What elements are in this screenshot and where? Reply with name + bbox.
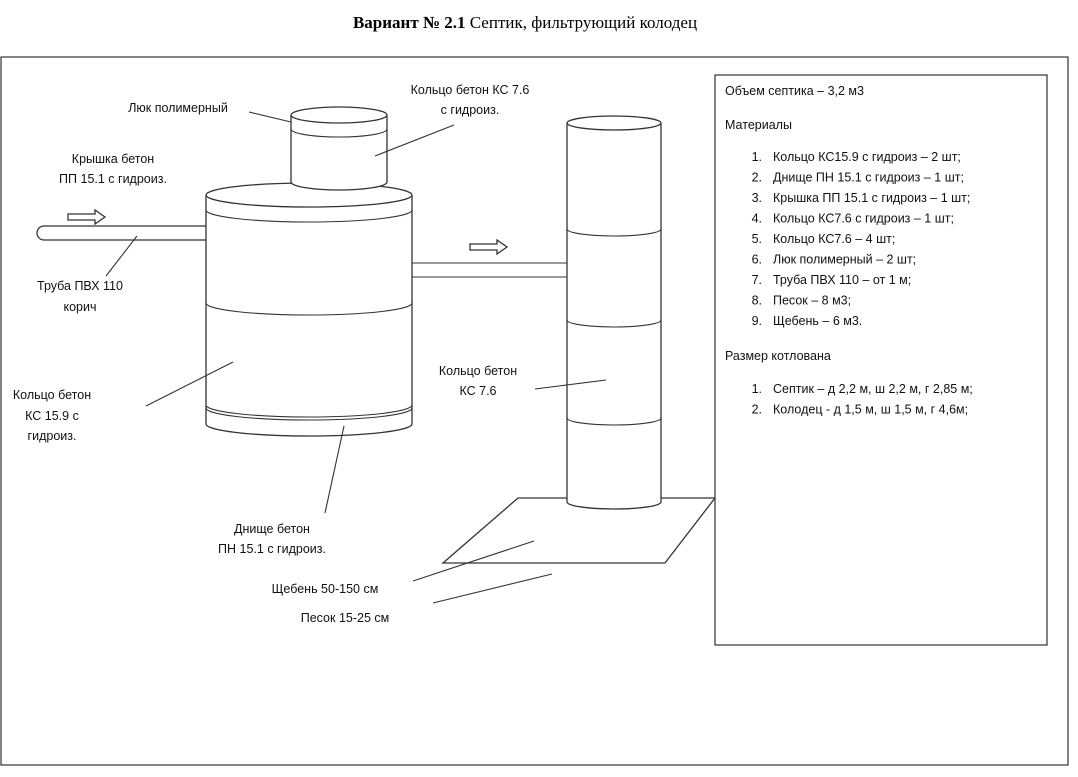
info-box bbox=[714, 74, 1048, 646]
pit-heading: Размер котлована bbox=[725, 349, 831, 363]
outlet-pipe bbox=[412, 262, 567, 278]
label-main-ring: гидроиз. bbox=[28, 429, 77, 443]
list-item: Септик – д 2,2 м, ш 2,2 м, г 2,85 м; bbox=[773, 382, 973, 396]
septic-tank bbox=[205, 182, 413, 437]
list-number: 8. bbox=[752, 294, 762, 308]
list-item: Кольцо КС7.6 – 4 шт; bbox=[773, 232, 895, 246]
list-number: 3. bbox=[752, 191, 762, 205]
label-hatch: Люк полимерный bbox=[128, 101, 228, 115]
list-item: Колодец - д 1,5 м, ш 1,5 м, г 4,6м; bbox=[773, 403, 968, 417]
list-number: 2. bbox=[752, 171, 762, 185]
flow-arrow-icon bbox=[469, 238, 509, 256]
list-item: Днище ПН 15.1 с гидроиз – 1 шт; bbox=[773, 171, 964, 185]
drawing-frame bbox=[0, 56, 1069, 766]
list-number: 1. bbox=[752, 382, 762, 396]
list-number: 6. bbox=[752, 253, 762, 267]
list-item: Щебень – 6 м3. bbox=[773, 314, 862, 328]
list-number: 9. bbox=[752, 314, 762, 328]
materials-heading: Материалы bbox=[725, 118, 792, 132]
label-bottom: ПН 15.1 с гидроиз. bbox=[218, 542, 326, 556]
list-item: Песок – 8 м3; bbox=[773, 294, 851, 308]
list-item: Кольцо КС7.6 с гидроиз – 1 шт; bbox=[773, 212, 954, 226]
list-number: 5. bbox=[752, 232, 762, 246]
label-main-ring: Кольцо бетон bbox=[13, 388, 91, 402]
flow-arrow-icon bbox=[67, 208, 107, 226]
inlet-pipe bbox=[36, 225, 206, 241]
page-title: Вариант № 2.1 Септик, фильтрующий колоде… bbox=[353, 13, 697, 32]
label-neck-ring: с гидроиз. bbox=[441, 103, 500, 117]
label-pipe: корич bbox=[63, 300, 96, 314]
label-lid: ПП 15.1 с гидроиз. bbox=[59, 172, 167, 186]
list-item: Крышка ПП 15.1 с гидроиз – 1 шт; bbox=[773, 191, 970, 205]
label-well-ring: Кольцо бетон bbox=[439, 364, 517, 378]
list-item: Труба ПВХ 110 – от 1 м; bbox=[773, 273, 911, 287]
list-item: Люк полимерный – 2 шт; bbox=[773, 253, 916, 267]
label-well-ring: КС 7.6 bbox=[459, 384, 496, 398]
materials-list: 1. Кольцо КС15.9 с гидроиз – 2 шт; 2. Днище… bbox=[752, 150, 971, 328]
list-number: 7. bbox=[752, 273, 762, 287]
label-sand: Песок 15-25 см bbox=[301, 611, 390, 625]
list-number: 4. bbox=[752, 212, 762, 226]
label-neck-ring: Кольцо бетон КС 7.6 bbox=[411, 83, 530, 97]
pit-list: 1. Септик – д 2,2 м, ш 2,2 м, г 2,85 м; 2.… bbox=[752, 382, 973, 417]
list-number: 1. bbox=[752, 150, 762, 164]
label-gravel: Щебень 50-150 см bbox=[272, 582, 379, 596]
leader-lines bbox=[105, 111, 607, 604]
label-lid: Крышка бетон bbox=[72, 152, 155, 166]
list-number: 2. bbox=[752, 403, 762, 417]
label-pipe: Труба ПВХ 110 bbox=[37, 279, 123, 293]
gravel-base bbox=[441, 497, 717, 564]
septic-volume: Объем септика – 3,2 м3 bbox=[725, 84, 864, 98]
septic-neck bbox=[290, 106, 388, 191]
filter-well bbox=[566, 115, 662, 510]
label-bottom: Днище бетон bbox=[234, 522, 310, 536]
label-main-ring: КС 15.9 с bbox=[25, 409, 79, 423]
list-item: Кольцо КС15.9 с гидроиз – 2 шт; bbox=[773, 150, 961, 164]
